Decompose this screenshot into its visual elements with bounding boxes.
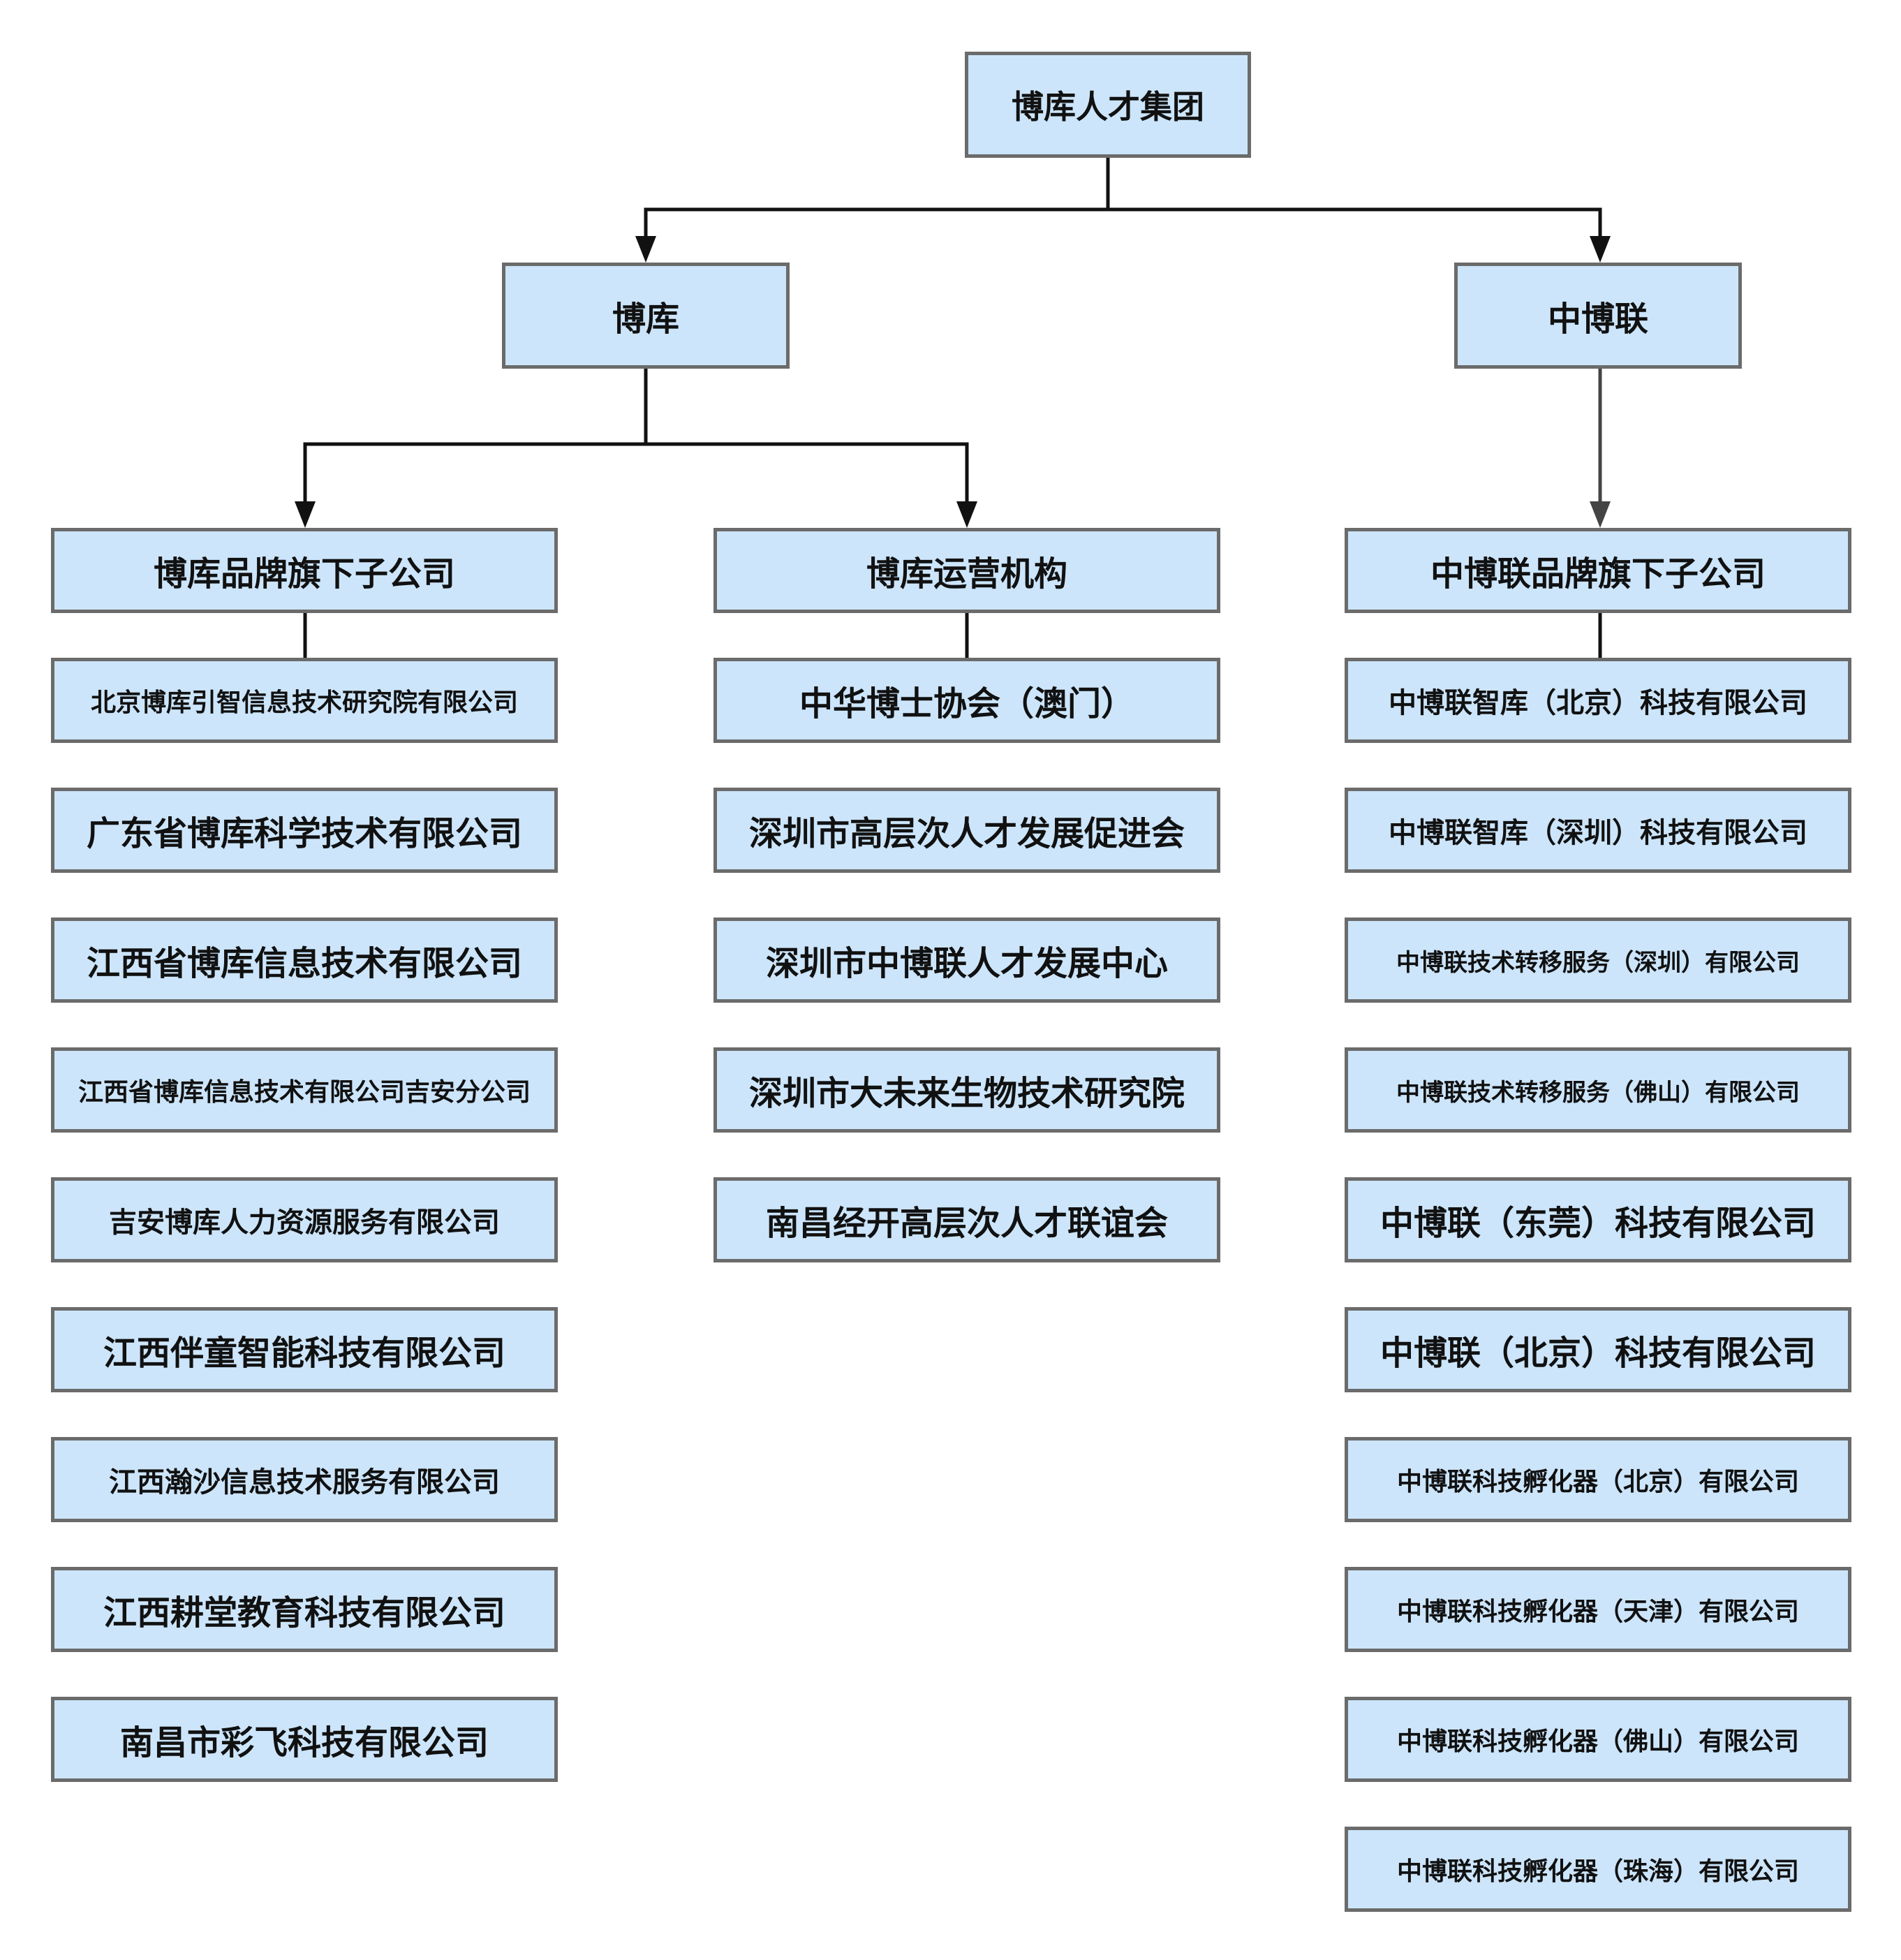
middle-item: 深圳市中博联人才发展中心 xyxy=(713,918,1220,1003)
item-label: 江西耕堂教育科技有限公司 xyxy=(103,1593,505,1633)
item-label: 中博联科技孵化器（天津）有限公司 xyxy=(1396,1598,1799,1626)
item-label: 吉安博库人力资源服务有限公司 xyxy=(109,1207,500,1239)
header-label: 中博联品牌旗下子公司 xyxy=(1430,554,1766,594)
right-column-header: 中博联品牌旗下子公司 xyxy=(1345,528,1851,613)
root-connector-right xyxy=(1108,207,1602,237)
item-label: 中博联智库（北京）科技有限公司 xyxy=(1389,687,1807,719)
item-label: 广东省博库科学技术有限公司 xyxy=(86,814,522,853)
middle-item: 深圳市高层次人才发展促进会 xyxy=(713,788,1220,873)
item-label: 北京博库引智信息技术研究院有限公司 xyxy=(90,688,518,717)
item-label: 中博联科技孵化器（珠海）有限公司 xyxy=(1396,1857,1799,1886)
item-label: 中博联科技孵化器（北京）有限公司 xyxy=(1396,1468,1799,1496)
right-item: 中博联科技孵化器（珠海）有限公司 xyxy=(1345,1827,1851,1912)
right-item: 中博联技术转移服务（佛山）有限公司 xyxy=(1345,1047,1851,1133)
item-label: 中博联（北京）科技有限公司 xyxy=(1379,1334,1816,1373)
left-item: 南昌市彩飞科技有限公司 xyxy=(51,1697,558,1782)
item-label: 深圳市高层次人才发展促进会 xyxy=(748,814,1185,853)
right-item: 中博联（东莞）科技有限公司 xyxy=(1345,1177,1851,1262)
branch-node-zhongbolian: 中博联 xyxy=(1454,263,1742,369)
left-item: 江西省博库信息技术有限公司 xyxy=(51,918,558,1003)
left-item: 江西省博库信息技术有限公司吉安分公司 xyxy=(51,1047,558,1133)
item-label: 江西省博库信息技术有限公司吉安分公司 xyxy=(77,1078,531,1107)
item-label: 南昌经开高层次人才联谊会 xyxy=(765,1204,1168,1243)
middle-column-header: 博库运营机构 xyxy=(713,528,1220,613)
left-item: 江西伴童智能科技有限公司 xyxy=(51,1307,558,1392)
right-item: 中博联技术转移服务（深圳）有限公司 xyxy=(1345,918,1851,1003)
left-item: 广东省博库科学技术有限公司 xyxy=(51,788,558,873)
item-label: 江西省博库信息技术有限公司 xyxy=(86,944,522,983)
right-item: 中博联智库（深圳）科技有限公司 xyxy=(1345,788,1851,873)
right-item: 中博联科技孵化器（天津）有限公司 xyxy=(1345,1567,1851,1652)
arrowhead-zhongbolian xyxy=(1590,236,1611,263)
item-label: 江西伴童智能科技有限公司 xyxy=(103,1334,505,1373)
item-label: 中博联技术转移服务（深圳）有限公司 xyxy=(1396,948,1800,977)
root-node: 博库人才集团 xyxy=(965,52,1251,158)
left-item: 吉安博库人力资源服务有限公司 xyxy=(51,1177,558,1262)
left-column-header: 博库品牌旗下子公司 xyxy=(51,528,558,613)
item-label: 中博联（东莞）科技有限公司 xyxy=(1379,1204,1816,1243)
right-item: 中博联科技孵化器（佛山）有限公司 xyxy=(1345,1697,1851,1782)
arrowhead-middle-header xyxy=(956,501,977,528)
middle-item: 深圳市大未来生物技术研究院 xyxy=(713,1047,1220,1133)
left-item: 江西瀚沙信息技术服务有限公司 xyxy=(51,1437,558,1522)
item-label: 深圳市大未来生物技术研究院 xyxy=(748,1074,1185,1113)
branch-node-boku: 博库 xyxy=(502,263,790,369)
item-label: 江西瀚沙信息技术服务有限公司 xyxy=(109,1466,500,1498)
item-label: 中博联智库（深圳）科技有限公司 xyxy=(1389,817,1807,849)
item-label: 南昌市彩飞科技有限公司 xyxy=(119,1723,489,1762)
item-label: 中博联技术转移服务（佛山）有限公司 xyxy=(1396,1078,1800,1107)
middle-item: 南昌经开高层次人才联谊会 xyxy=(713,1177,1220,1262)
header-label: 博库运营机构 xyxy=(866,554,1067,594)
branch-label: 博库 xyxy=(612,300,679,339)
item-label: 深圳市中博联人才发展中心 xyxy=(765,944,1168,983)
right-item: 中博联科技孵化器（北京）有限公司 xyxy=(1345,1437,1851,1522)
root-connector xyxy=(644,158,1110,237)
right-item: 中博联智库（北京）科技有限公司 xyxy=(1345,658,1851,743)
middle-item: 中华博士协会（澳门） xyxy=(713,658,1220,743)
left-item: 北京博库引智信息技术研究院有限公司 xyxy=(51,658,558,743)
right-item: 中博联（北京）科技有限公司 xyxy=(1345,1307,1851,1392)
branch-label: 中博联 xyxy=(1547,300,1648,339)
boku-connector xyxy=(303,369,648,503)
arrowhead-left-header xyxy=(295,501,316,528)
root-label: 博库人才集团 xyxy=(1012,88,1204,126)
item-label: 中博联科技孵化器（佛山）有限公司 xyxy=(1396,1727,1799,1756)
header-label: 博库品牌旗下子公司 xyxy=(153,554,455,594)
item-label: 中华博士协会（澳门） xyxy=(799,684,1134,723)
left-item: 江西耕堂教育科技有限公司 xyxy=(51,1567,558,1652)
arrowhead-boku xyxy=(635,236,656,263)
boku-connector-right xyxy=(646,442,969,503)
arrowhead-right-header xyxy=(1590,501,1611,528)
